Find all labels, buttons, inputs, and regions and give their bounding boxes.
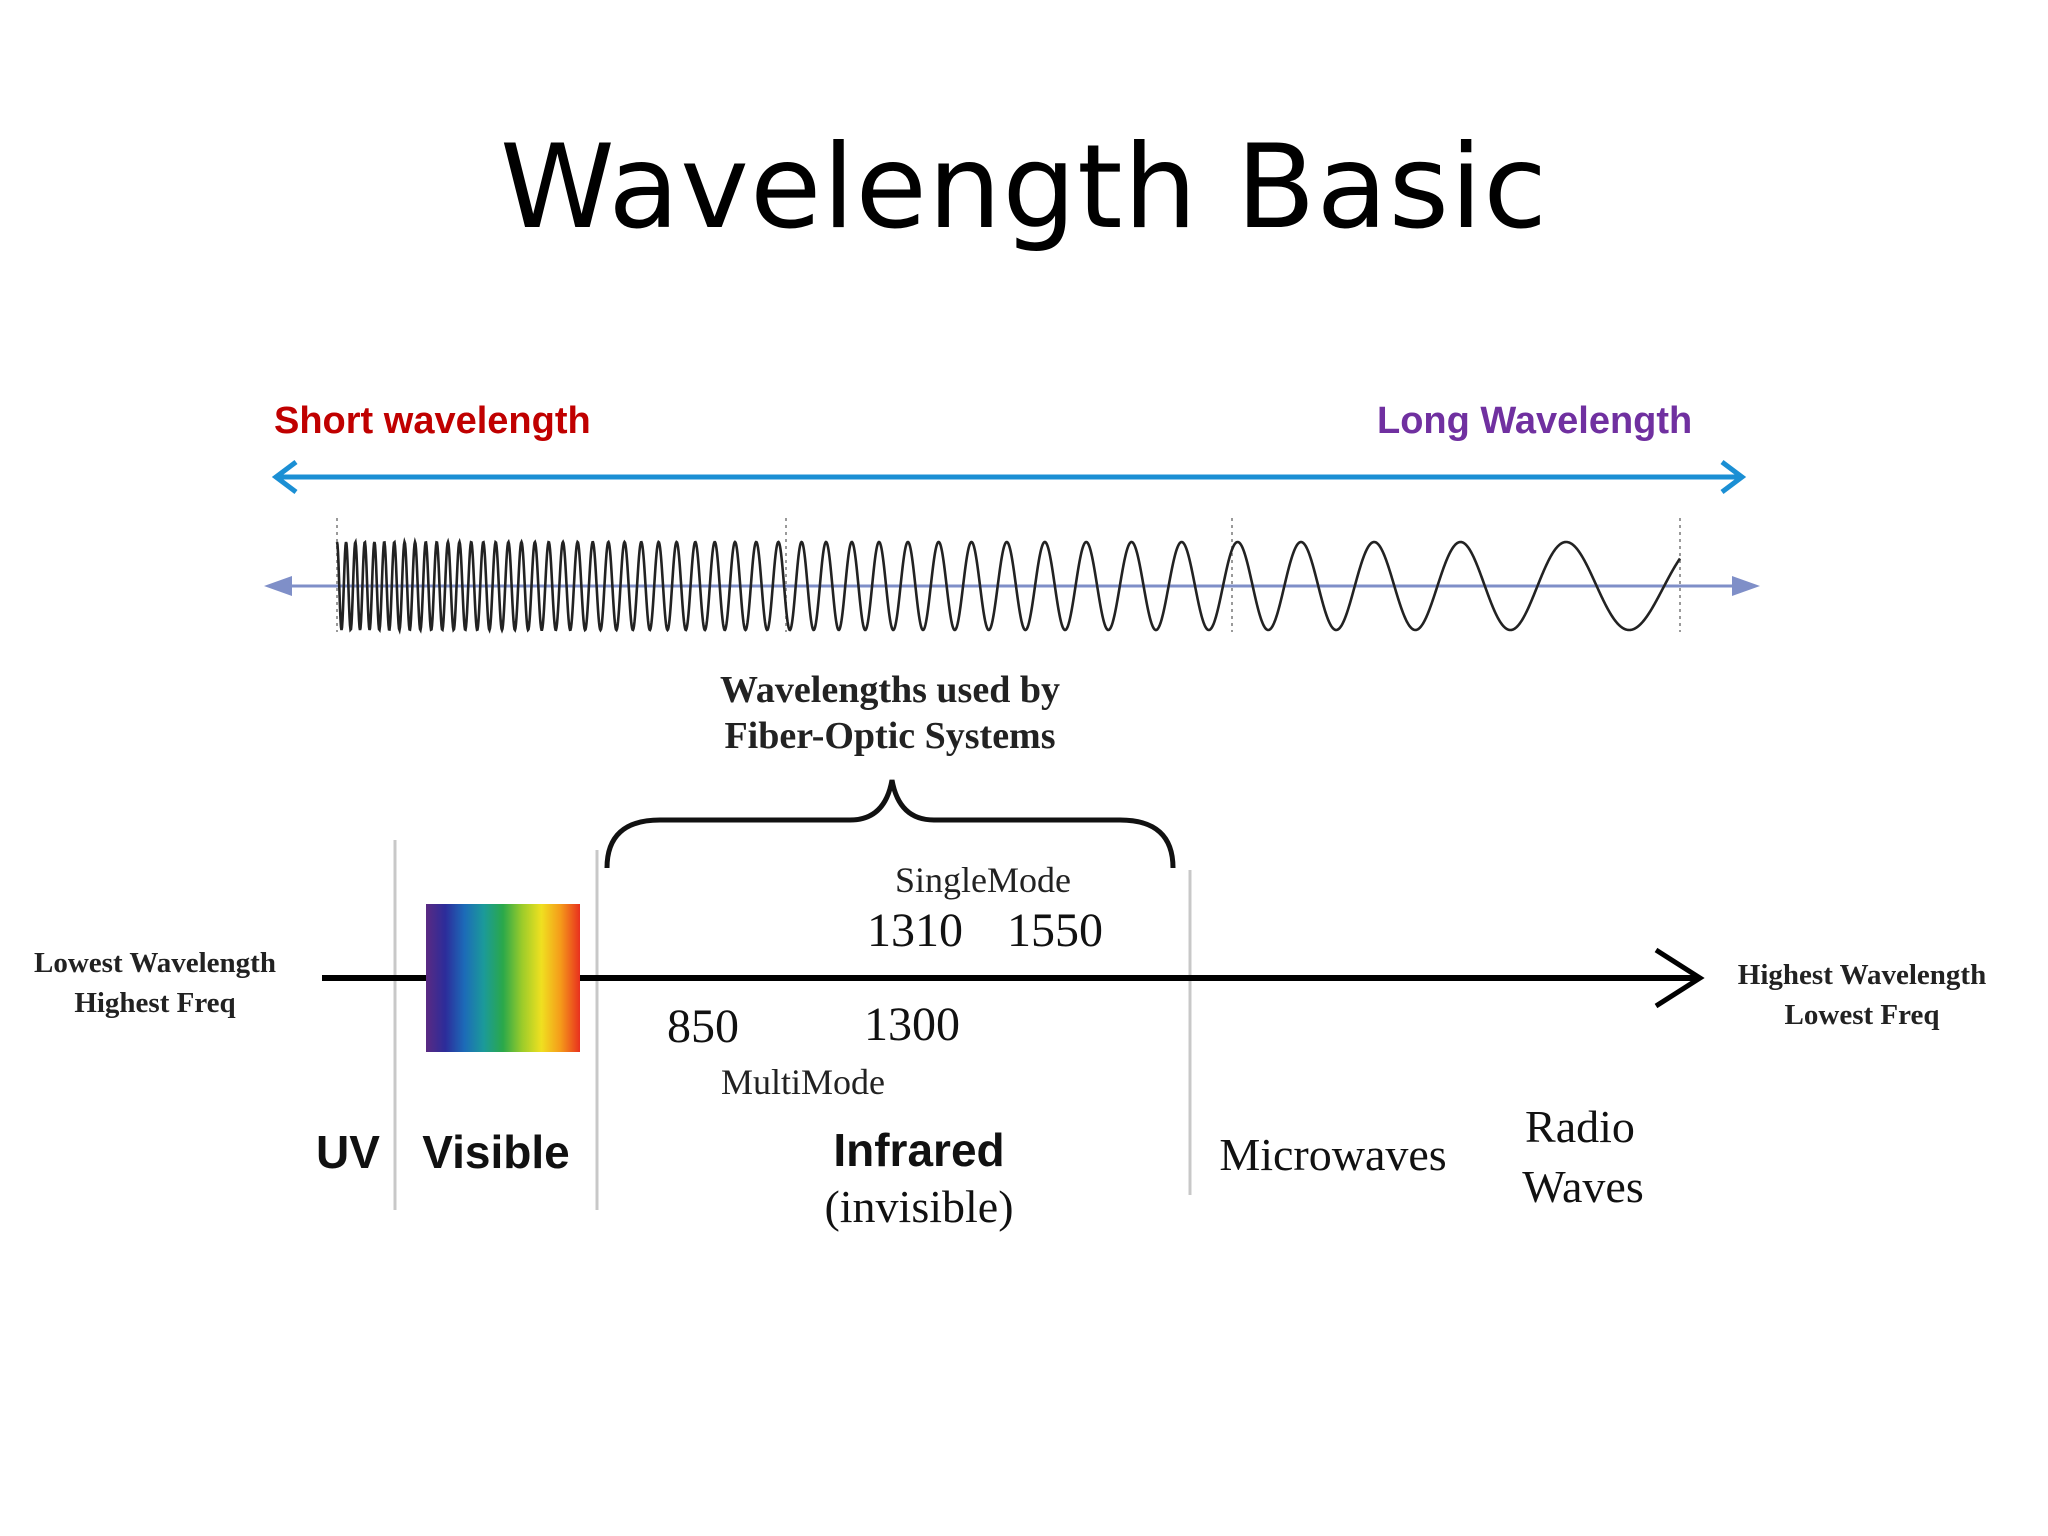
multimode-label: MultiMode — [721, 1062, 885, 1102]
region-visible-label: Visible — [422, 1126, 569, 1178]
region-radio-label-1: Radio — [1525, 1101, 1635, 1152]
region-infrared-label: Infrared — [833, 1124, 1004, 1176]
region-microwaves-label: Microwaves — [1219, 1129, 1446, 1180]
axis-right-label-1: Highest Wavelength — [1738, 959, 1986, 991]
axis-right-label-2: Lowest Freq — [1785, 999, 1940, 1031]
fiber-bracket-label-1: Wavelengths used by — [720, 669, 1060, 711]
region-radio-label-2: Waves — [1522, 1161, 1643, 1212]
multimode-value-850: 850 — [667, 1000, 739, 1053]
fiber-bracket-label-2: Fiber-Optic Systems — [724, 715, 1055, 757]
region-dividers — [393, 840, 1192, 1210]
slide-title: Wavelength Basic — [499, 120, 1549, 255]
wave-dividers — [336, 518, 1681, 632]
region-infrared-sublabel: (invisible) — [824, 1181, 1013, 1232]
axis-left-label-1: Lowest Wavelength — [34, 947, 276, 979]
wave-path — [335, 536, 1682, 635]
visible-spectrum-bar — [426, 904, 580, 1052]
fiber-optic-bracket — [604, 779, 1176, 869]
singlemode-label: SingleMode — [895, 860, 1071, 900]
wavelength-direction-arrow — [271, 460, 1747, 494]
singlemode-value-1310: 1310 — [867, 904, 963, 957]
singlemode-value-1550: 1550 — [1007, 904, 1103, 957]
multimode-value-1300: 1300 — [864, 998, 960, 1051]
short-wavelength-label: Short wavelength — [274, 400, 591, 442]
long-wavelength-label: Long Wavelength — [1377, 400, 1693, 442]
region-uv-label: UV — [316, 1126, 380, 1178]
axis-left-label-2: Highest Freq — [74, 987, 235, 1019]
